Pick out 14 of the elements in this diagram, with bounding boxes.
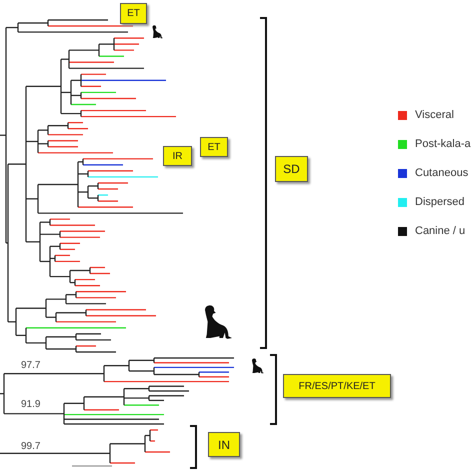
bootstrap-value: 97.7 bbox=[21, 360, 40, 371]
legend-label: Visceral bbox=[415, 109, 454, 121]
legend-label: Cutaneous bbox=[415, 167, 468, 179]
clade-label-box: ET bbox=[200, 137, 228, 157]
legend-label: Dispersed bbox=[415, 196, 465, 208]
legend-label: Canine / u bbox=[415, 225, 466, 237]
clade-label-box: SD bbox=[275, 156, 308, 182]
legend-label: Post-kala-a bbox=[415, 138, 471, 150]
bootstrap-value: 99.7 bbox=[21, 441, 40, 452]
clade-label-box: ET bbox=[120, 3, 147, 24]
clade-label-box: IR bbox=[163, 146, 192, 166]
clade-label-box: IN bbox=[208, 432, 240, 457]
bootstrap-value: 91.9 bbox=[21, 399, 40, 410]
clade-label-box: FR/ES/PT/KE/ET bbox=[283, 374, 391, 398]
